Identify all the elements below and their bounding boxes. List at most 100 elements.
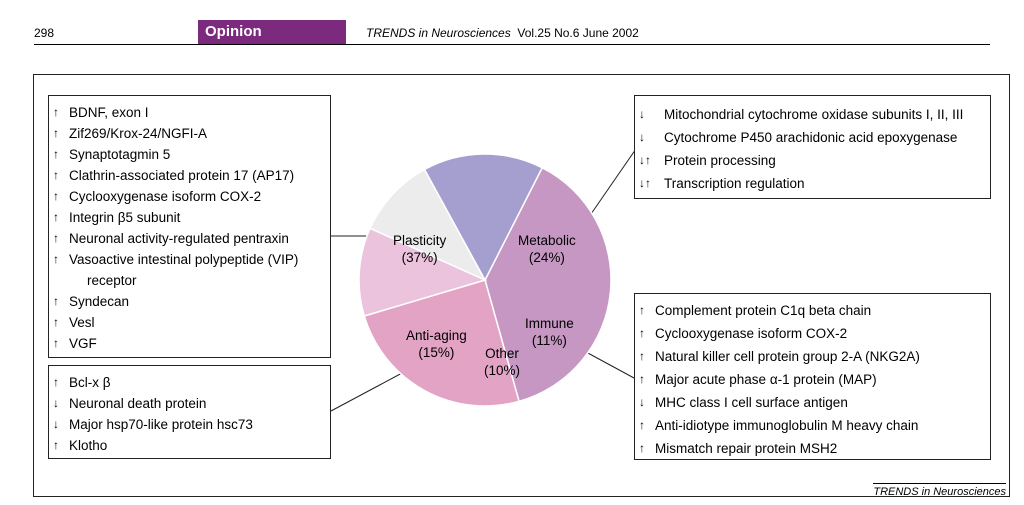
gene-row: ↓Mitochondrial cytochrome oxidase subuni… <box>635 103 990 126</box>
arrow-icon: ↑ <box>53 315 59 329</box>
gene-name: Cyclooxygenase isoform COX-2 <box>655 326 848 341</box>
arrow-icon: ↓ <box>53 417 59 431</box>
gene-row: ↑ Synaptotagmin 5 <box>49 144 330 165</box>
figure-frame <box>33 74 1010 497</box>
pie-slice-antiaging <box>423 153 544 282</box>
label-antiaging: Anti-aging (15%) <box>406 327 467 361</box>
gene-name: Cyclooxygenase isoform COX-2 <box>69 189 262 204</box>
label-antiaging-name: Anti-aging <box>406 328 467 343</box>
gene-name: Complement protein C1q beta chain <box>655 303 872 318</box>
immune-gene-box: ↑ Complement protein C1q beta chain ↑ Cycl… <box>634 293 991 460</box>
arrow-icon: ↑ <box>53 189 59 203</box>
gene-row: ↑ Neuronal activity-regulated pentraxin <box>49 228 330 249</box>
label-immune-name: Immune <box>525 316 574 331</box>
gene-name: Natural killer cell protein group 2-A (N… <box>655 349 920 364</box>
arrow-icon: ↑ <box>53 375 59 389</box>
label-other-name: Other <box>485 346 519 361</box>
gene-row: ↑ Syndecan <box>49 291 330 312</box>
gene-row: ↑Natural killer cell protein group 2-A (… <box>635 345 990 368</box>
arrow-icon: ↓↑ <box>639 176 651 190</box>
connector-metabolic <box>590 145 639 215</box>
arrow-icon: ↑ <box>53 210 59 224</box>
gene-row: ↓ Major hsp70-like protein hsc73 <box>49 414 330 435</box>
arrow-icon: ↑ <box>53 168 59 182</box>
label-other: Other (10%) <box>484 345 520 379</box>
gene-name: Syndecan <box>69 294 130 309</box>
gene-row: ↑ Bcl-x β <box>49 372 330 393</box>
arrow-icon: ↓ <box>53 396 59 410</box>
label-metabolic: Metabolic (24%) <box>518 232 576 266</box>
figure-credit: TRENDS in Neurosciences <box>873 483 1006 498</box>
arrow-icon: ↑ <box>639 418 645 432</box>
label-antiaging-pct: (15%) <box>418 345 455 360</box>
arrow-icon: ↑ <box>53 147 59 161</box>
arrow-icon: ↑ <box>639 441 645 455</box>
label-other-pct: (10%) <box>484 363 521 378</box>
section-tab: Opinion <box>198 20 346 44</box>
gene-name: Bcl-x β <box>69 375 111 390</box>
gene-row: ↓ Cytochrome P450 arachidonic acid epoxyg… <box>635 126 990 149</box>
plasticity-gene-box: ↑BDNF, exon I ↑ Zif269/Krox-24/NGFI-A ↑ Sy… <box>48 95 331 358</box>
arrow-icon: ↓↑ <box>639 153 651 167</box>
gene-name: Zif269/Krox-24/NGFI-A <box>69 126 208 141</box>
gene-row: ↑ Clathrin-associated protein 17 (AP17) <box>49 165 330 186</box>
arrow-icon: ↑ <box>53 438 59 452</box>
gene-name: Major acute phase α-1 protein (MAP) <box>655 372 877 387</box>
pie-slice-other <box>369 168 487 282</box>
gene-name: Mismatch repair protein MSH2 <box>655 441 838 456</box>
pie-slice-immune <box>358 227 488 317</box>
gene-row: ↑ Klotho <box>49 435 330 456</box>
gene-row: ↑ Mismatch repair protein MSH2 <box>635 437 990 460</box>
label-plasticity: Plasticity (37%) <box>393 232 446 266</box>
page-header: 298 Opinion TRENDS in Neurosciences Vol.… <box>0 0 1024 50</box>
gene-row: ↑Anti-idiotype immunoglobulin M heavy ch… <box>635 414 990 437</box>
gene-row: ↑BDNF, exon I <box>49 102 330 123</box>
gene-name: Vesl <box>69 315 95 330</box>
pie-slice-metabolic <box>363 279 520 407</box>
gene-row: ↑Vasoactive intestinal polypeptide (VIP)… <box>49 249 330 291</box>
gene-row: ↑ Complement protein C1q beta chain <box>635 299 990 322</box>
gene-name: Clathrin-associated protein 17 (AP17) <box>69 168 295 183</box>
gene-name: Vasoactive intestinal polypeptide (VIP) <box>69 252 299 267</box>
journal-name: TRENDS in Neurosciences <box>366 26 511 40</box>
label-immune: Immune (11%) <box>525 315 574 349</box>
journal-info: TRENDS in Neurosciences Vol.25 No.6 June… <box>366 26 639 40</box>
gene-row: ↑ Vesl <box>49 312 330 333</box>
connector-lines <box>330 145 639 412</box>
label-metabolic-pct: (24%) <box>528 250 565 265</box>
gene-name: Neuronal death protein <box>69 396 207 411</box>
gene-name: Major hsp70-like protein hsc73 <box>69 417 253 432</box>
arrow-icon: ↑ <box>53 126 59 140</box>
gene-name: Integrin β5 subunit <box>69 210 181 225</box>
arrow-icon: ↑ <box>639 303 645 317</box>
gene-row: ↑ Cyclooxygenase isoform COX-2 <box>49 186 330 207</box>
gene-row: ↓↑ Transcription regulation <box>635 172 990 195</box>
label-metabolic-name: Metabolic <box>518 233 576 248</box>
gene-row: ↓↑Protein processing <box>635 149 990 172</box>
connector-antiaging <box>330 371 405 412</box>
arrow-icon: ↓ <box>639 130 645 144</box>
gene-row: ↑ Integrin β5 subunit <box>49 207 330 228</box>
gene-name: Transcription regulation <box>664 176 805 191</box>
arrow-icon: ↑ <box>53 336 59 350</box>
arrow-icon: ↑ <box>639 326 645 340</box>
header-rule <box>34 44 990 45</box>
gene-name: MHC class I cell surface antigen <box>655 395 848 410</box>
gene-name: Synaptotagmin 5 <box>69 147 171 162</box>
gene-name: Klotho <box>69 438 108 453</box>
label-plasticity-pct: (37%) <box>401 250 438 265</box>
arrow-icon: ↑ <box>53 294 59 308</box>
antiaging-gene-box: ↑ Bcl-x β ↓ Neuronal death protein ↓ Major … <box>48 365 331 459</box>
gene-name: VGF <box>69 336 97 351</box>
gene-name: Neuronal activity-regulated pentraxin <box>69 231 289 246</box>
gene-row: ↓MHC class I cell surface antigen <box>635 391 990 414</box>
pie-slices <box>358 153 612 407</box>
arrow-icon: ↓ <box>639 107 645 121</box>
gene-name: Cytochrome P450 arachidonic acid epoxyge… <box>664 130 958 145</box>
label-immune-pct: (11%) <box>531 333 567 348</box>
page-number: 298 <box>34 26 55 40</box>
metabolic-gene-box: ↓Mitochondrial cytochrome oxidase subuni… <box>634 95 991 199</box>
pie-slice-plasticity <box>484 166 612 403</box>
arrow-icon: ↑ <box>53 231 59 245</box>
connector-immune <box>585 351 635 379</box>
